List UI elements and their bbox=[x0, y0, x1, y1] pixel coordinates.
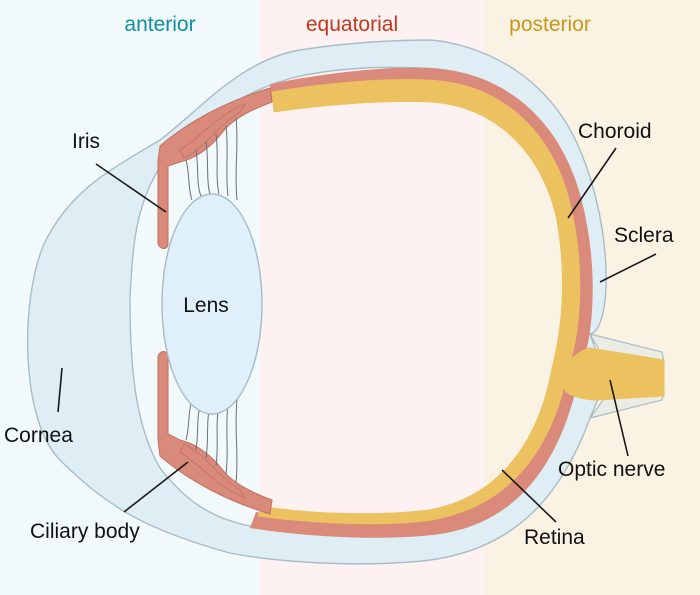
optic-nerve bbox=[559, 347, 665, 401]
sclera-label: Sclera bbox=[614, 224, 674, 247]
iris-leader-line bbox=[95, 163, 167, 213]
optic-nerve-leader-line bbox=[609, 379, 629, 457]
zonule-fibre bbox=[185, 159, 193, 201]
choroid-leader-line bbox=[567, 147, 617, 219]
optic-nerve-label: Optic nerve bbox=[558, 458, 665, 481]
zonule-fibre bbox=[235, 399, 238, 483]
zonule-fibre bbox=[225, 125, 229, 197]
iris-label: Iris bbox=[72, 130, 100, 153]
zonule-fibre bbox=[205, 141, 211, 195]
lens bbox=[161, 193, 263, 415]
ciliary-body-leader-line bbox=[123, 461, 189, 513]
lens-label: Lens bbox=[183, 294, 229, 317]
zonule-fibre bbox=[235, 117, 238, 201]
ciliary-body-lower bbox=[179, 443, 246, 499]
cornea-leader-line bbox=[57, 367, 63, 413]
cornea-label: Cornea bbox=[4, 424, 73, 447]
sclera-leader-line bbox=[599, 253, 657, 283]
zonule-fibre bbox=[215, 133, 220, 195]
equatorial-title: equatorial bbox=[306, 13, 398, 36]
posterior-title: posterior bbox=[509, 13, 591, 36]
retina-label: Retina bbox=[524, 526, 585, 549]
ciliary-body-upper bbox=[179, 103, 246, 159]
zonule-fibre bbox=[195, 149, 202, 197]
zonule-fibre bbox=[225, 403, 229, 475]
anterior-title: anterior bbox=[124, 13, 195, 36]
ciliary-body-label: Ciliary body bbox=[30, 520, 140, 543]
retina-layer bbox=[257, 79, 581, 525]
retina-leader-line bbox=[501, 469, 557, 523]
choroid-label: Choroid bbox=[578, 120, 652, 143]
